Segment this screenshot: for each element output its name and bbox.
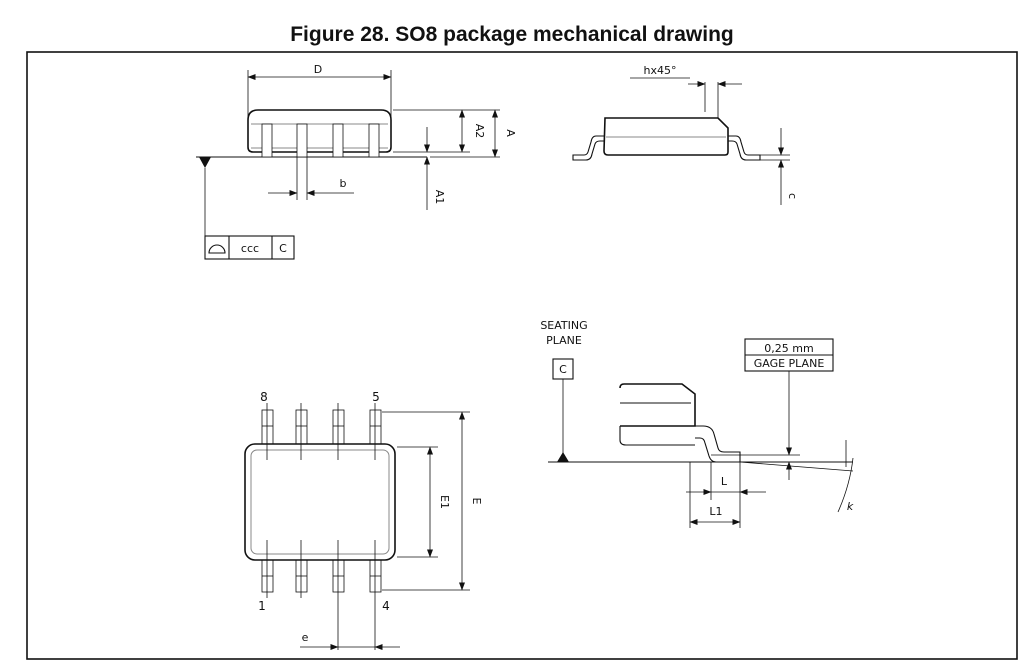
tolerance-value: ccc [241,242,259,255]
gage-plane-label: GAGE PLANE [754,357,825,370]
dim-pitch-label: e [302,631,309,644]
dim-c-label: c [786,193,799,199]
figure-title: Figure 28. SO8 package mechanical drawin… [290,23,734,46]
dim-d-label: D [314,63,322,76]
seating-plane-line1: SEATING [540,319,587,332]
profile-of-surface-icon [208,244,226,254]
dim-l-label: L [721,475,728,488]
side-view: D A2 A A1 b [196,63,517,236]
seating-plane-line2: PLANE [546,334,582,347]
dim-hx45-label: hx45° [644,64,677,77]
tolerance-frame: ccc C [204,235,295,260]
dim-e-label: E [470,498,483,505]
dim-e1-label: E1 [438,495,451,509]
pin-1-label: 1 [258,599,266,613]
dim-a1-label: A1 [433,190,446,205]
figure-frame [26,51,1018,660]
detail-view: SEATING PLANE C 0,25 mm GAGE PLANE k [540,319,854,528]
pin-5-label: 5 [372,390,380,404]
tolerance-datum: C [279,242,287,255]
dim-l1-label: L1 [709,505,722,518]
pin-8-label: 8 [260,390,268,404]
gage-value-label: 0,25 mm [764,342,813,355]
dim-angle-label: k [847,500,854,513]
dim-a-label: A [504,129,517,137]
dim-a2-label: A2 [473,124,486,139]
end-view: hx45° c [572,64,799,205]
pin-4-label: 4 [382,599,390,613]
dim-b-label: b [340,177,347,190]
seating-datum-label: C [559,363,567,376]
top-view: 8 5 1 4 E E1 e [244,390,483,650]
